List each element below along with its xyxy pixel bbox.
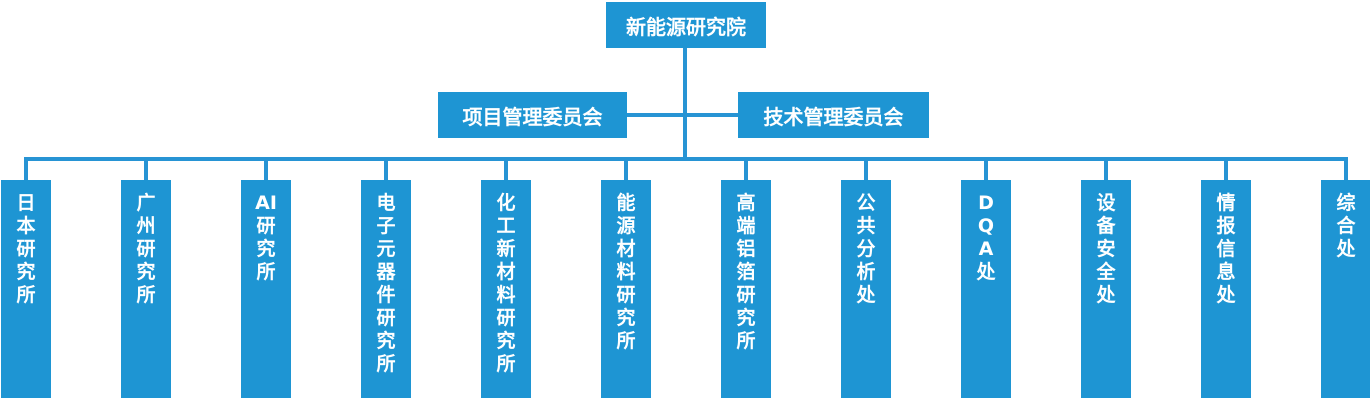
connector-drop-line [384, 157, 388, 180]
org-node-department: AI研究所 [241, 180, 291, 398]
connector-committee-line [627, 113, 738, 117]
connector-drop-line [24, 157, 28, 180]
org-node-department: 设备安全处 [1081, 180, 1131, 398]
connector-drop-line [264, 157, 268, 180]
connector-drop-line [984, 157, 988, 180]
connector-drop-line [1104, 157, 1108, 180]
org-node-department: 广州研究所 [121, 180, 171, 398]
org-node-department: 化工新材料研究所 [481, 180, 531, 398]
org-node-department: 综合处 [1321, 180, 1370, 398]
org-node-committee-project-management: 项目管理委员会 [438, 92, 627, 138]
connector-drop-line [1224, 157, 1228, 180]
org-node-root: 新能源研究院 [606, 2, 766, 48]
org-node-department: 情报信息处 [1201, 180, 1251, 398]
org-node-department: DQA处 [961, 180, 1011, 398]
org-node-department: 公共分析处 [841, 180, 891, 398]
org-node-department: 日本研究所 [1, 180, 51, 398]
connector-drop-line [624, 157, 628, 180]
org-node-department: 能源材料研究所 [601, 180, 651, 398]
org-node-department: 高端铝箔研究所 [721, 180, 771, 398]
connector-drop-line [504, 157, 508, 180]
connector-drop-line [1344, 157, 1348, 180]
connector-drop-line [744, 157, 748, 180]
connector-drop-line [864, 157, 868, 180]
connector-distribution-line [24, 157, 1348, 161]
org-node-department: 电子元器件研究所 [361, 180, 411, 398]
connector-root-vertical-line [683, 48, 687, 161]
connector-drop-line [144, 157, 148, 180]
org-node-committee-technology-management: 技术管理委员会 [738, 92, 929, 138]
